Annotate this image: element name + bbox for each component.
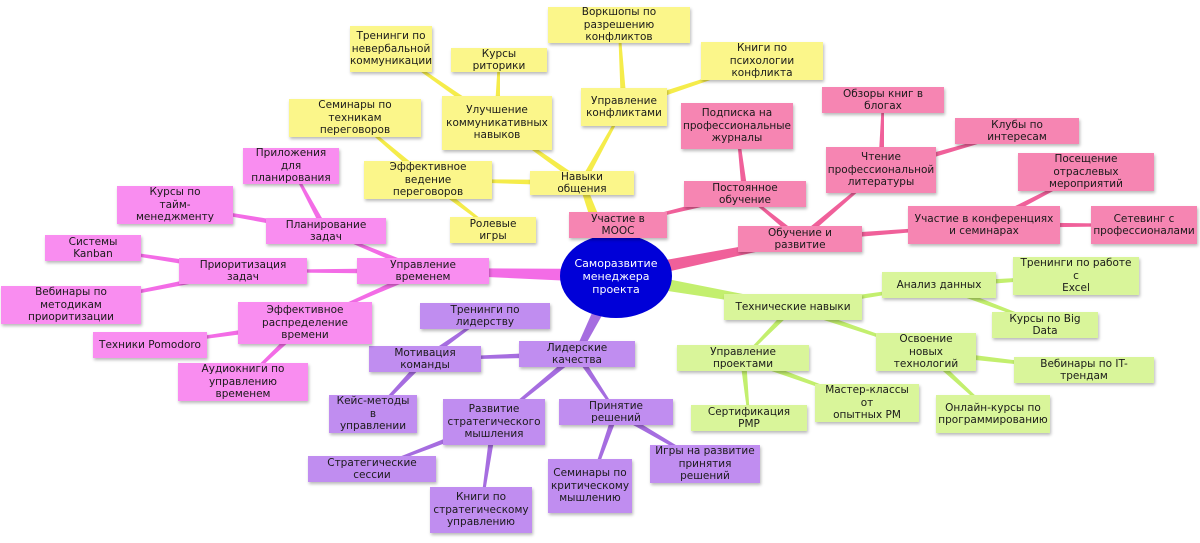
node-data-analysis[interactable]: Анализ данных: [882, 272, 996, 298]
node-comm-improve[interactable]: Улучшение коммуникативных навыков: [442, 96, 552, 150]
node-time-courses[interactable]: Курсы по тайм-менеджменту: [117, 186, 233, 224]
node-negotiation[interactable]: Эффективное ведение переговоров: [364, 161, 492, 199]
node-clubs[interactable]: Клубы по интересам: [955, 118, 1079, 144]
node-distribution[interactable]: Эффективное распределение времени: [238, 302, 372, 344]
node-conferences[interactable]: Участие в конференциях и семинарах: [908, 206, 1060, 244]
node-negotiation-seminars[interactable]: Семинары по техникам переговоров: [289, 99, 421, 137]
node-rhetoric[interactable]: Курсы риторики: [451, 48, 547, 72]
node-case-methods[interactable]: Кейс-методы в управлении: [329, 395, 417, 433]
node-comm[interactable]: Навыки общения: [530, 171, 634, 195]
node-book-reviews[interactable]: Обзоры книг в блогах: [822, 87, 944, 113]
link-leadership-decisions: [574, 352, 617, 413]
node-masterclasses[interactable]: Мастер-классы от опытных PM: [815, 384, 919, 422]
node-strategic[interactable]: Развитие стратегического мышления: [443, 399, 545, 445]
node-online-courses[interactable]: Онлайн-курсы по программированию: [936, 395, 1050, 433]
node-pomodoro[interactable]: Техники Pomodoro: [93, 332, 207, 358]
node-center[interactable]: Саморазвитие менеджера проекта: [560, 234, 672, 318]
node-motivation[interactable]: Мотивация команды: [369, 346, 481, 372]
node-time[interactable]: Управление временем: [357, 258, 489, 284]
link-project_mgmt-pmp: [740, 357, 750, 419]
node-planning[interactable]: Планирование задач: [266, 218, 386, 244]
node-journals[interactable]: Подписка на профессиональные журналы: [681, 103, 793, 149]
node-new-tech[interactable]: Освоение новых технологий: [876, 333, 976, 371]
node-leadership[interactable]: Лидерские качества: [519, 341, 635, 367]
node-planning-apps[interactable]: Приложения для планирования: [243, 147, 339, 184]
node-kanban[interactable]: Системы Kanban: [45, 235, 141, 261]
node-networking[interactable]: Сетевинг с профессионалами: [1091, 206, 1197, 244]
link-conflict_mgmt-conflict_workshops: [618, 24, 627, 108]
node-it-webinars[interactable]: Вебинары по IT-трендам: [1014, 357, 1154, 383]
node-industry-events[interactable]: Посещение отраслевых мероприятий: [1018, 153, 1154, 191]
node-decision-games[interactable]: Игры на развитие принятия решений: [650, 445, 760, 483]
node-decisions[interactable]: Принятие решений: [559, 399, 673, 425]
node-project-mgmt[interactable]: Управление проектами: [677, 345, 809, 371]
node-learning[interactable]: Обучение и развитие: [738, 226, 862, 252]
node-role-games[interactable]: Ролевые игры: [450, 217, 536, 243]
node-strategic-books[interactable]: Книги по стратегическому управлению: [430, 487, 532, 533]
node-pmp[interactable]: Сертификация PMP: [691, 405, 807, 431]
node-critical-seminars[interactable]: Семинары по критическому мышлению: [548, 459, 632, 513]
node-bigdata[interactable]: Курсы по Big Data: [992, 312, 1098, 338]
node-leadership-trainings[interactable]: Тренинги по лидерству: [420, 303, 550, 329]
node-excel[interactable]: Тренинги по работе с Excel: [1013, 257, 1139, 295]
node-mooc[interactable]: Участие в MOOC: [569, 212, 667, 238]
link-comm-conflict_mgmt: [579, 106, 625, 185]
node-technical[interactable]: Технические навыки: [724, 294, 862, 320]
node-strategic-sessions[interactable]: Стратегические сессии: [308, 456, 436, 482]
node-prio-webinars[interactable]: Вебинары по методикам приоритизации: [1, 286, 141, 324]
node-conflict-books[interactable]: Книги по психологии конфликта: [701, 42, 823, 80]
node-trainings-nonverbal[interactable]: Тренинги по невербальной коммуникации: [350, 26, 432, 72]
node-conflict-mgmt[interactable]: Управление конфликтами: [581, 88, 667, 126]
node-prioritization[interactable]: Приоритизация задач: [179, 258, 307, 284]
node-audiobooks[interactable]: Аудиокниги по управлению временем: [178, 363, 308, 401]
node-conflict-workshops[interactable]: Воркшопы по разрешению конфликтов: [548, 6, 690, 43]
node-continuous[interactable]: Постоянное обучение: [684, 181, 806, 207]
node-reading[interactable]: Чтение профессиональной литературы: [826, 147, 936, 193]
